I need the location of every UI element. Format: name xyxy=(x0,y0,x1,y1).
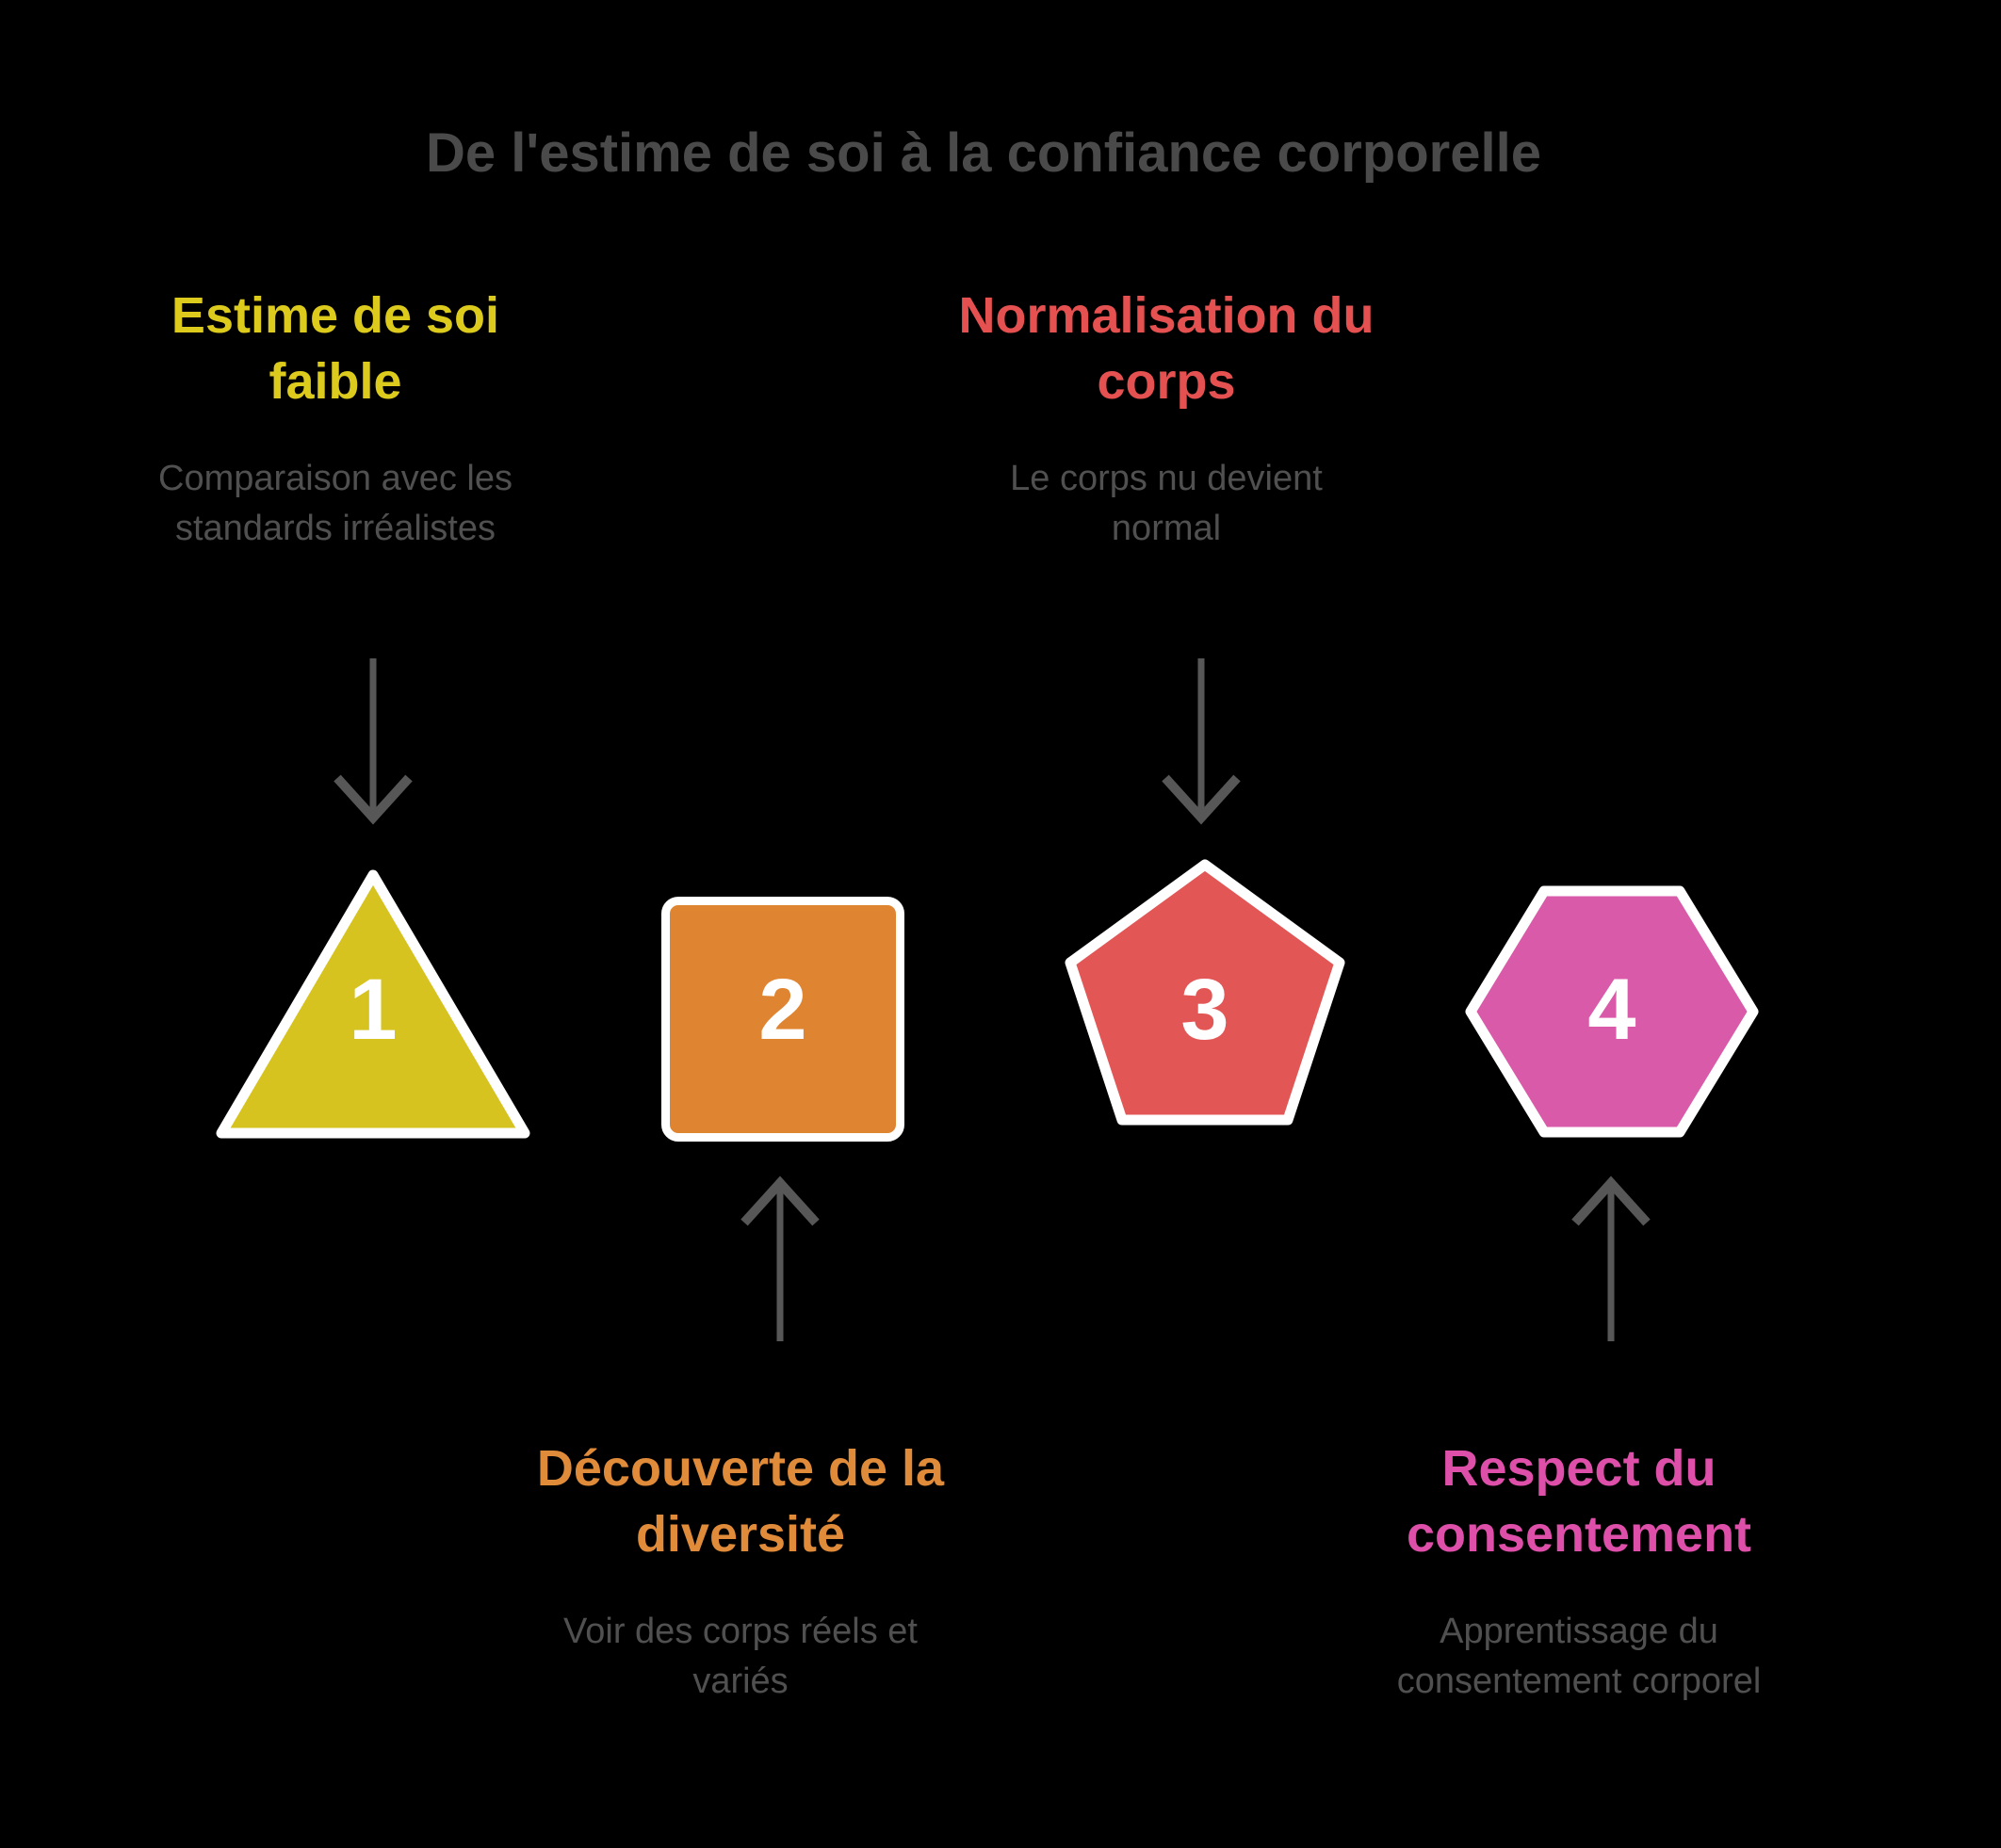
arrow-head xyxy=(740,1175,820,1226)
step-3-number: 3 xyxy=(1180,962,1229,1058)
arrow-down-icon xyxy=(1162,658,1241,825)
arrow-down-icon xyxy=(334,658,413,825)
hexagon-shape xyxy=(1465,885,1759,1138)
arrow-up-icon xyxy=(1571,1175,1651,1341)
triangle-fill xyxy=(216,869,530,1139)
step-4-label-block: Respect du consentement Apprentissage du… xyxy=(1315,1435,1843,1707)
triangle-shape xyxy=(216,869,530,1139)
square-shape xyxy=(661,897,904,1142)
step-1-heading: Estime de soi faible xyxy=(171,287,500,410)
arrow-up-icon xyxy=(740,1175,820,1341)
arrow-head xyxy=(334,774,413,825)
arrow-head xyxy=(1571,1175,1651,1226)
step-1-label-block: Estime de soi faible Comparaison avec le… xyxy=(72,283,599,554)
step-2-heading: Découverte de la diversité xyxy=(536,1440,945,1563)
pentagon-shape xyxy=(1065,859,1345,1126)
step-2-description: Voir des corps réels et variés xyxy=(563,1612,918,1701)
step-2-number: 2 xyxy=(758,962,807,1058)
step-4-number: 4 xyxy=(1587,962,1636,1058)
step-1-description: Comparaison avec les standards irréalist… xyxy=(158,459,512,548)
arrow-head xyxy=(1162,774,1241,825)
step-3-heading: Normalisation du corps xyxy=(958,287,1375,410)
step-4-description: Apprentissage du consentement corporel xyxy=(1396,1612,1762,1701)
step-1-number: 1 xyxy=(349,962,398,1058)
page-title: De l'estime de soi à la confiance corpor… xyxy=(426,122,1541,184)
step-2-label-block: Découverte de la diversité Voir des corp… xyxy=(477,1435,1004,1707)
pentagon-fill xyxy=(1065,859,1345,1126)
hexagon-fill xyxy=(1465,885,1759,1138)
step-3-description: Le corps nu devient normal xyxy=(1010,459,1323,548)
step-4-heading: Respect du consentement xyxy=(1406,1440,1752,1563)
step-3-label-block: Normalisation du corps Le corps nu devie… xyxy=(903,283,1430,554)
